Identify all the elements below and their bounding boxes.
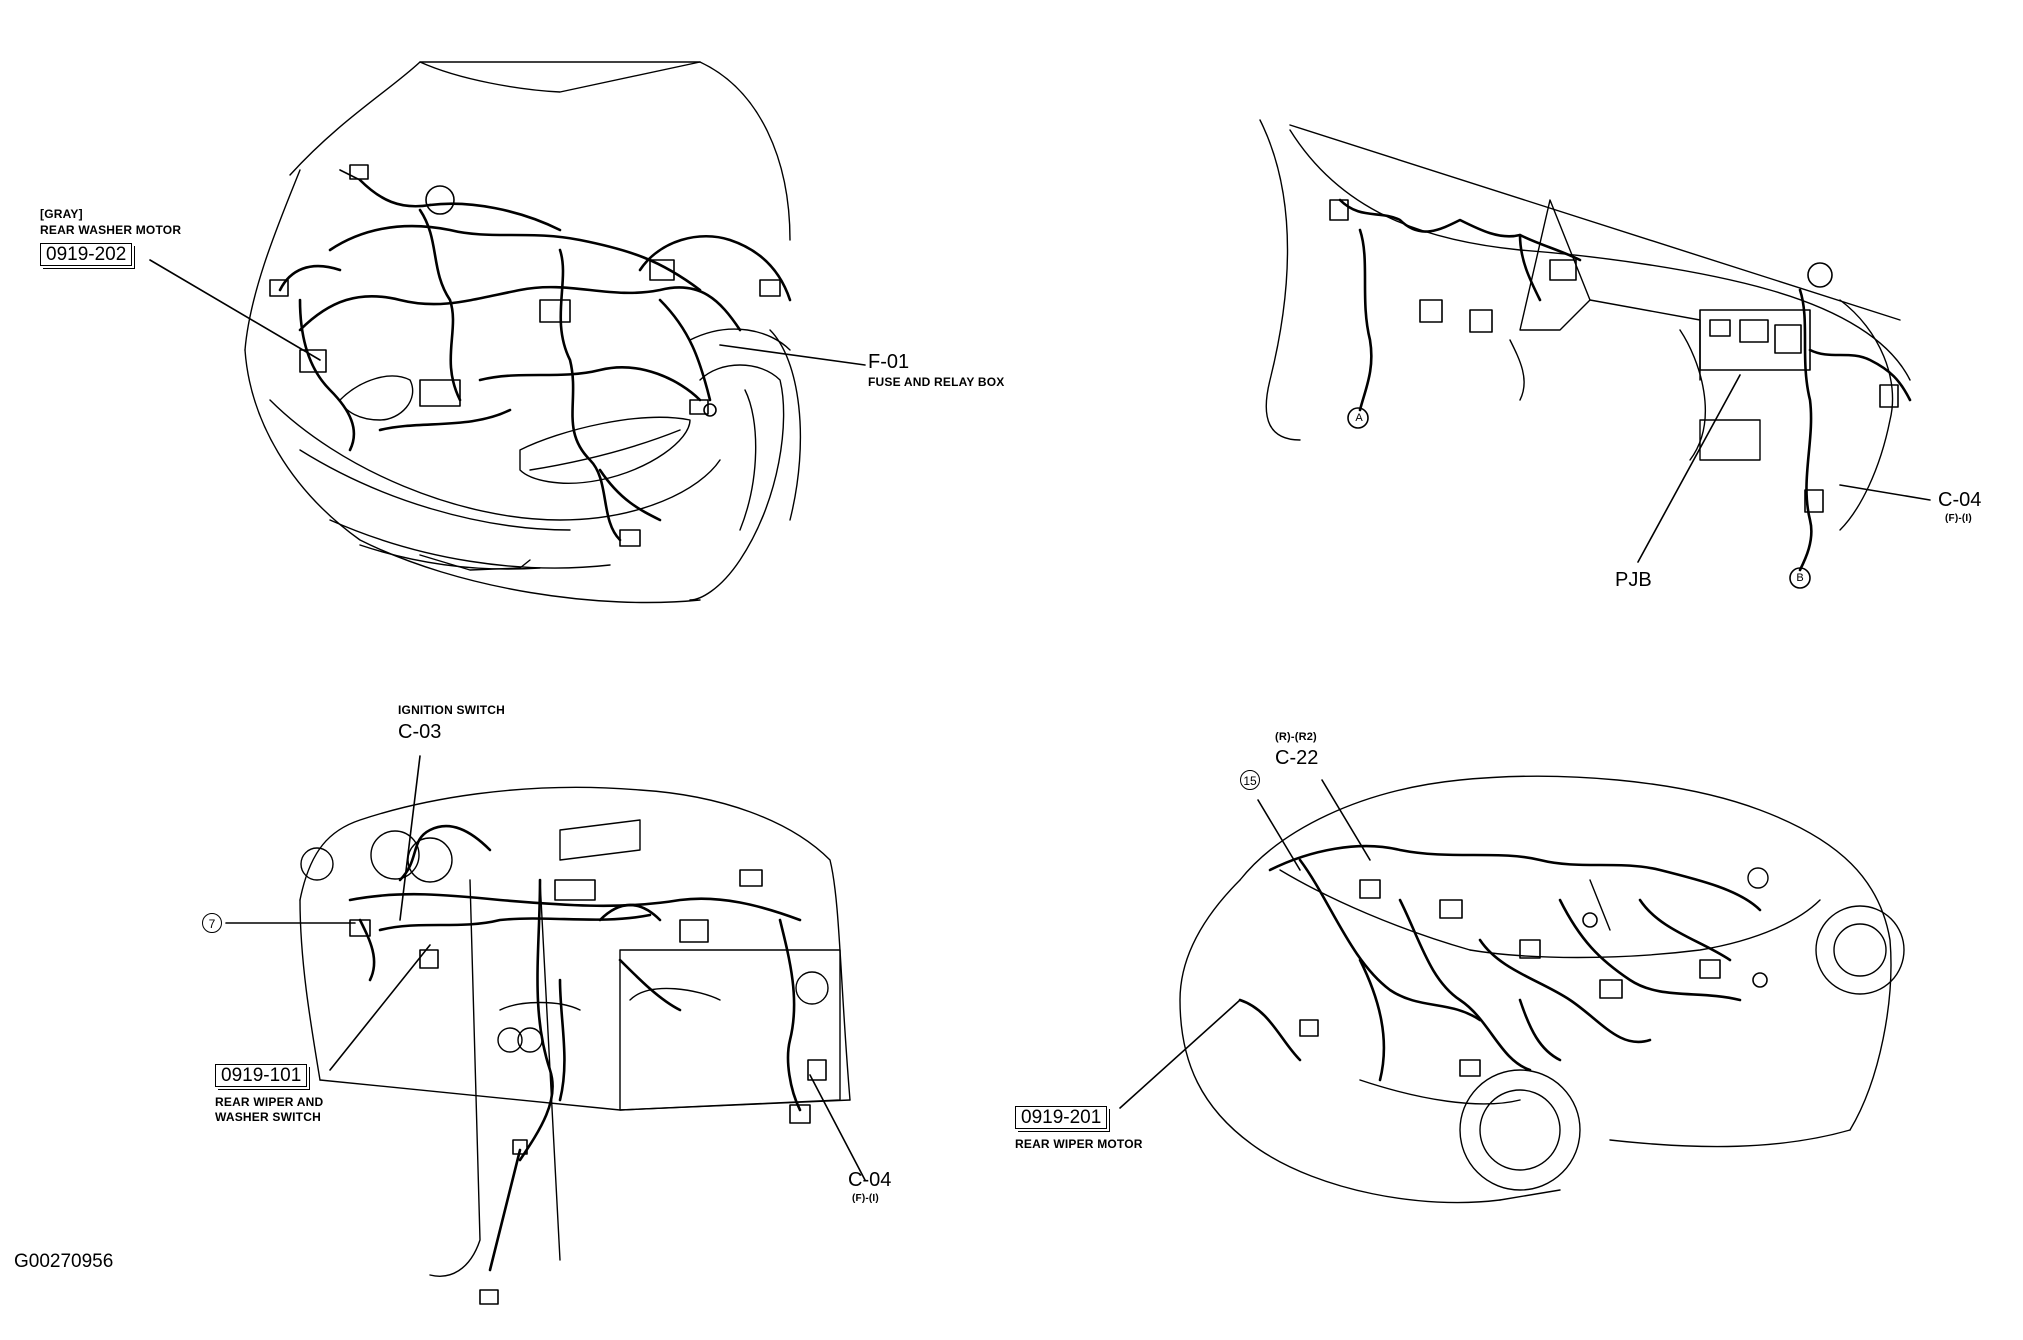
c04-top-code: C-04 [1938,489,1982,511]
fuse-relay-box-label: FUSE AND RELAY BOX [868,375,1005,389]
wiper-switch-label-1: REAR WIPER AND [215,1095,324,1109]
fuse-relay-box-code: F-01 [868,351,910,373]
pjb-label: PJB [1615,569,1652,591]
rear-washer-color-label: [GRAY] [40,207,83,221]
figure-id: G00270956 [14,1251,114,1272]
c22-sub: (R)-(R2) [1275,731,1317,743]
c22-code: C-22 [1275,747,1319,769]
ignition-switch-label: IGNITION SWITCH [398,703,505,717]
interior-pjb-illustration [1259,119,1931,589]
c04-top-sub: (F)-(I) [1945,513,1972,524]
rear-wiper-motor-connector-code: 0919-201 [1015,1106,1111,1132]
rear-wiper-motor-label: REAR WIPER MOTOR [1015,1137,1143,1151]
rear-washer-motor-label: REAR WASHER MOTOR [40,223,182,237]
marker-15: 15 [1240,770,1260,790]
wiper-switch-connector-code: 0919-101 [215,1064,311,1090]
c04-bottom-sub: (F)-(I) [852,1193,879,1204]
wiper-switch-label-2: WASHER SWITCH [215,1110,321,1124]
c04-bottom-code: C-04 [848,1169,892,1191]
marker-b-label: B [1796,572,1804,584]
ignition-switch-code: C-03 [398,721,442,743]
marker-a-label: A [1355,412,1363,424]
dashboard-illustration [225,755,866,1305]
rear-hatch-illustration [1119,775,1905,1204]
engine-bay-illustration [149,61,866,604]
marker-7: 7 [202,913,222,933]
rear-washer-connector-code: 0919-202 [40,243,136,269]
